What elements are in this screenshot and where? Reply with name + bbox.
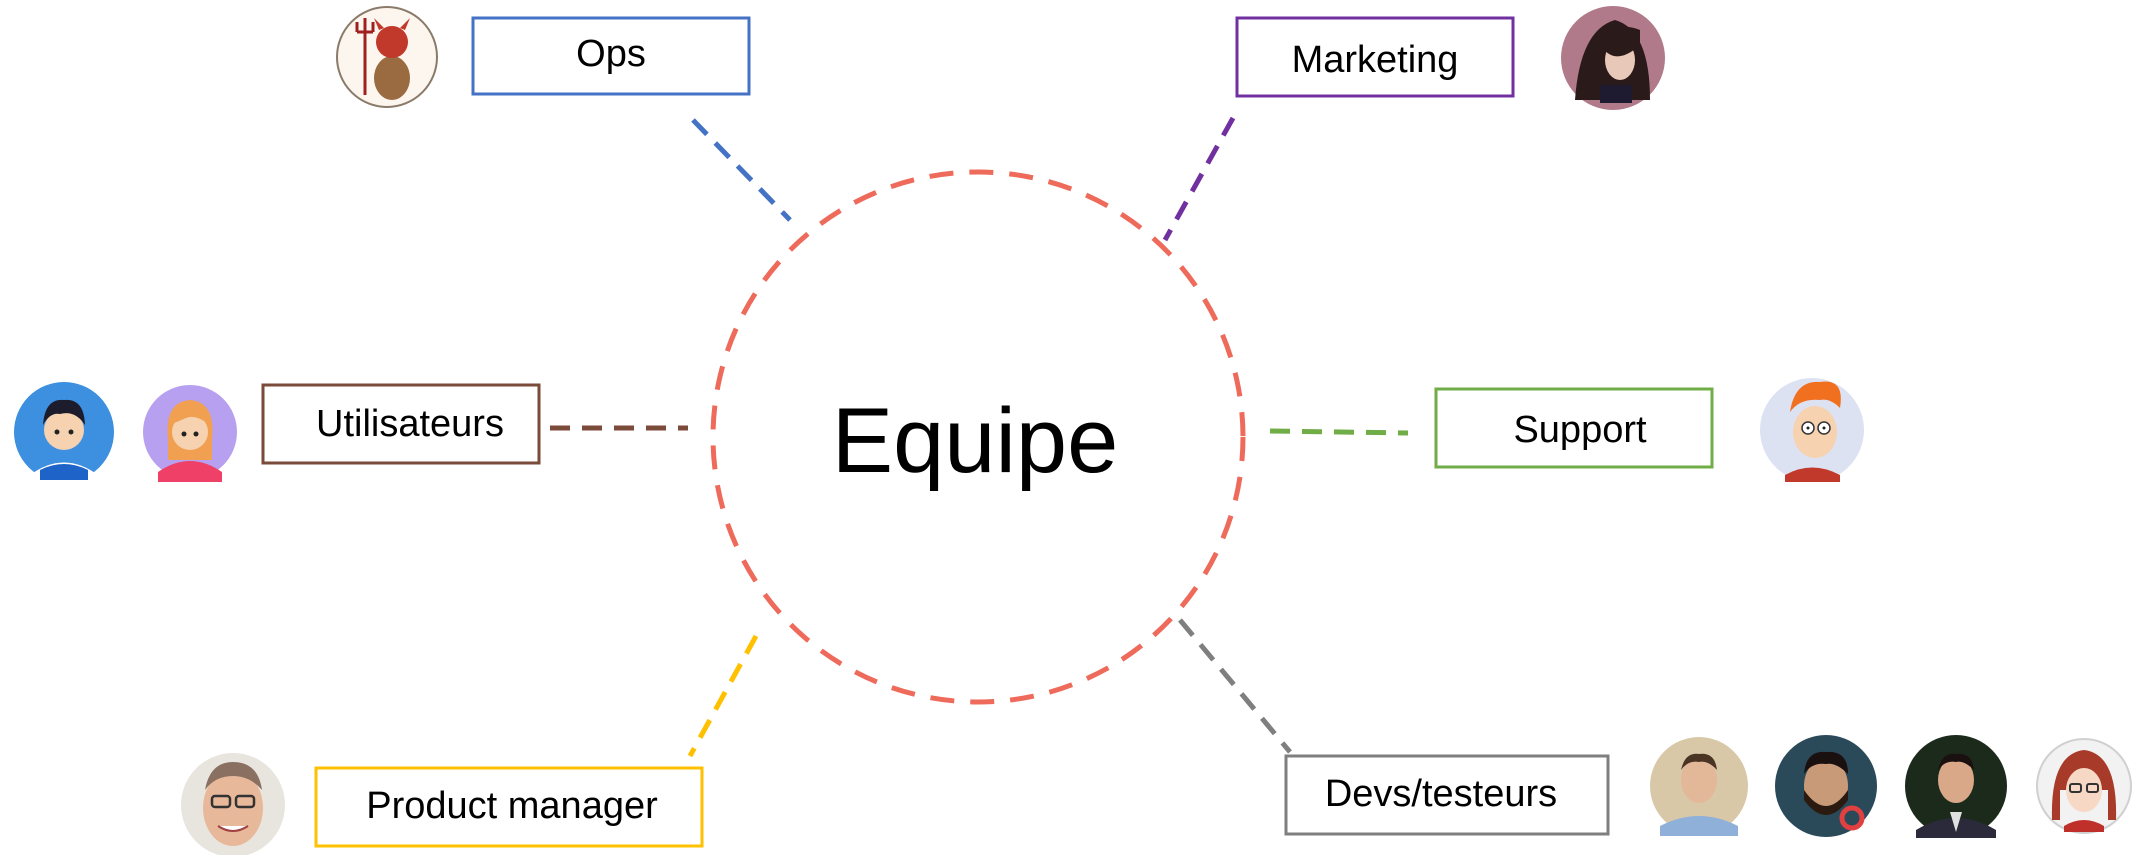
role-label-product-manager: Product manager bbox=[366, 785, 658, 827]
bearded-man-photo-avatar bbox=[1775, 735, 1877, 837]
role-box-product-manager: Product manager bbox=[314, 766, 704, 848]
man-photo-avatar bbox=[1650, 737, 1748, 836]
man-in-suit-photo-avatar bbox=[1905, 735, 2007, 838]
connector-product-manager bbox=[687, 634, 759, 758]
girl-cartoon-avatar bbox=[143, 385, 237, 482]
role-label-utilisateurs: Utilisateurs bbox=[316, 403, 504, 445]
role-label-marketing: Marketing bbox=[1292, 39, 1459, 81]
connector-devs-testeurs bbox=[1178, 618, 1292, 754]
role-box-devs-testeurs: Devs/testeurs bbox=[1284, 754, 1610, 836]
role-label-support: Support bbox=[1513, 409, 1647, 451]
role-box-ops: Ops bbox=[471, 16, 751, 96]
devil-mascot-avatar bbox=[336, 6, 438, 108]
cartoon-character-avatar bbox=[1760, 378, 1864, 482]
connector-support bbox=[1269, 428, 1409, 436]
role-label-ops: Ops bbox=[576, 33, 646, 75]
team-circle bbox=[710, 169, 1246, 705]
role-box-marketing: Marketing bbox=[1235, 16, 1515, 98]
role-box-utilisateurs: Utilisateurs bbox=[261, 383, 541, 465]
smiling-man-photo-avatar bbox=[181, 753, 285, 855]
connector-marketing bbox=[1162, 116, 1236, 242]
boy-cartoon-avatar bbox=[14, 382, 114, 485]
dark-hair-person-avatar bbox=[1561, 6, 1665, 110]
team-label: Equipe bbox=[832, 390, 1118, 492]
connector-ops bbox=[691, 118, 792, 222]
role-box-support: Support bbox=[1434, 387, 1714, 469]
role-label-devs-testeurs: Devs/testeurs bbox=[1325, 773, 1557, 815]
red-hair-girl-avatar bbox=[2036, 738, 2132, 834]
